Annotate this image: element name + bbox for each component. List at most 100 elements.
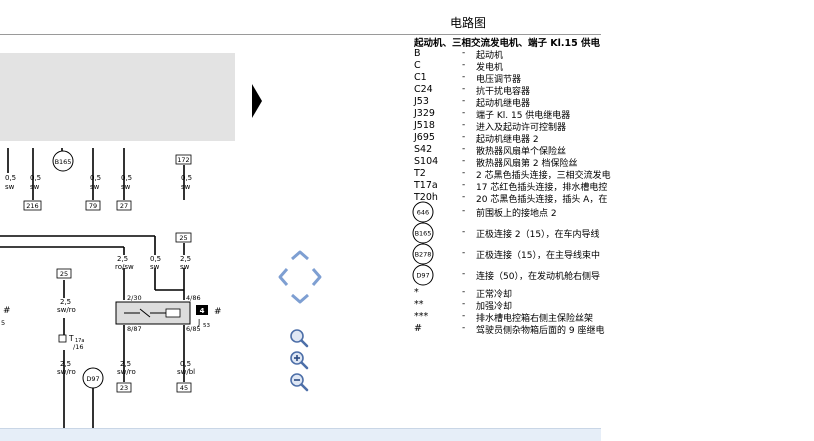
legend-dash: -	[462, 120, 466, 130]
legend-row: B -起动机	[414, 48, 814, 61]
connector-sub: 17a	[75, 338, 84, 344]
legend-code: J518	[414, 120, 435, 131]
legend-code: S104	[414, 156, 439, 167]
wire-top-4-color: sw	[181, 183, 191, 191]
pan-left-icon[interactable]	[278, 268, 289, 286]
legend-code: S42	[414, 144, 433, 155]
wire-sw-05-size: 0,5	[150, 255, 161, 263]
header-divider	[0, 34, 601, 35]
pan-control	[270, 245, 330, 305]
legend-description: 进入及起动许可控制器	[476, 123, 567, 133]
connector-pin: /16	[73, 343, 83, 351]
wiring-diagram: B165 172 0,5 sw 0,5 sw 216 0,5 sw 79 0,5…	[0, 53, 235, 440]
zoom-in-icon[interactable]	[289, 350, 309, 370]
legend-node-badge: D97	[411, 263, 435, 287]
wire-sw-25-color: sw	[180, 263, 190, 271]
legend-code: B	[414, 48, 421, 59]
wire-rosw-size: 2,5	[117, 255, 128, 263]
legend-row: * -正常冷却	[414, 287, 814, 300]
legend-code: T17a	[414, 180, 438, 191]
wire-sw-05-color: sw	[150, 263, 160, 271]
zoom-fit-icon[interactable]	[289, 328, 309, 348]
legend-dash: -	[462, 72, 466, 82]
legend-code: C24	[414, 84, 433, 95]
legend-row: T17a-17 芯红色插头连接，排水槽电控	[414, 180, 814, 193]
legend-row: 646-前围板上的接地点 2	[412, 201, 814, 223]
legend-description: 17 芯红色插头连接，排水槽电控	[476, 183, 608, 193]
legend-row: B278-正极连接（15），在主导线束中	[412, 243, 814, 265]
legend-title: 起动机、三相交流发电机、端子 Kl.15 供电	[414, 38, 601, 49]
legend-code: T20h	[414, 192, 438, 203]
box-45-label: 45	[180, 384, 188, 392]
legend-dash: -	[462, 144, 466, 154]
legend-dash: -	[462, 287, 466, 297]
legend-node-badge-label: 646	[417, 209, 429, 217]
legend-description: 抗干扰电容器	[476, 87, 531, 97]
legend-node-badge-label: B165	[415, 230, 432, 238]
pan-right-icon[interactable]	[311, 268, 322, 286]
legend-description: 起动机继电器 2	[476, 135, 539, 145]
wire-top-2-color: sw	[90, 183, 100, 191]
legend-row: S42-散热器风扇单个保险丝	[414, 144, 814, 157]
legend-code: *	[414, 287, 419, 298]
legend-dash: -	[462, 156, 466, 166]
wire-top-4-size: 0,5	[181, 174, 192, 182]
wire-rosw-color: ro/sw	[115, 263, 134, 271]
wire-swro-left2-color: sw/ro	[57, 368, 76, 376]
legend-node-badge: B165	[411, 221, 435, 245]
legend-row: **-加强冷却	[414, 299, 814, 312]
wire-top-3-color: sw	[121, 183, 131, 191]
legend-description: 起动机	[476, 51, 504, 61]
legend-row: C1 -电压调节器	[414, 72, 814, 85]
legend-dash: -	[462, 96, 466, 106]
box-27-label: 27	[120, 202, 128, 210]
legend-dash: -	[462, 84, 466, 94]
relay-terminal-4: 4	[200, 307, 205, 315]
node-b165-label: B165	[55, 158, 72, 166]
legend-row: C-发电机	[414, 60, 814, 73]
left-hash: #	[3, 306, 11, 316]
wire-swro-left-size: 2,5	[60, 298, 71, 306]
legend-description: 正常冷却	[476, 290, 513, 300]
legend-code: J329	[414, 108, 435, 119]
legend-description: 20 芯黑色插头连接，插头 A，在	[476, 195, 608, 205]
legend-row: J695-起动机继电器 2	[414, 132, 814, 145]
legend-row: C24 -抗干扰电容器	[414, 84, 814, 97]
legend-code: C	[414, 60, 421, 71]
box-23-label: 23	[120, 384, 128, 392]
wire-swbl-color: sw/bl	[177, 368, 195, 376]
legend-dash: -	[462, 192, 466, 202]
legend-row: ***-排水槽电控箱右侧主保险丝架	[414, 311, 814, 324]
horizontal-scrollbar[interactable]	[0, 428, 601, 441]
legend-code: T2	[414, 168, 426, 179]
legend-node-badge-label: B278	[415, 251, 432, 259]
pan-down-icon[interactable]	[291, 293, 309, 304]
legend-row: T2-2 芯黑色插头连接，三相交流发电	[414, 168, 814, 181]
legend-description: 电压调节器	[476, 75, 522, 85]
legend-description: 连接（50），在发动机舱右侧导	[476, 272, 600, 282]
page-title: 电路图	[450, 16, 487, 30]
legend-code: C1	[414, 72, 427, 83]
legend-code: J53	[414, 96, 429, 107]
pan-up-icon[interactable]	[291, 250, 309, 261]
legend-row: J53 -起动机继电器	[414, 96, 814, 109]
legend-dash: -	[462, 60, 466, 70]
legend-row: J329-端子 Kl. 15 供电继电器	[414, 108, 814, 121]
next-page-arrow-icon[interactable]	[252, 84, 264, 118]
legend-description: 起动机继电器	[476, 99, 531, 109]
legend-code: J695	[414, 132, 435, 143]
legend-row: B165-正极连接 2（15），在车内导线	[412, 222, 814, 244]
relay-name: J	[197, 318, 200, 327]
legend-dash: -	[462, 269, 466, 279]
legend-node-badge: 646	[411, 200, 435, 224]
legend-code: ***	[414, 311, 429, 322]
zoom-out-icon[interactable]	[289, 372, 309, 392]
wire-top-1-color: sw	[30, 183, 40, 191]
node-b165	[52, 150, 74, 172]
legend-dash: -	[462, 206, 466, 216]
wire-top-3-size: 0,5	[121, 174, 132, 182]
wire-top-1-size: 0,5	[30, 174, 41, 182]
legend-dash: -	[462, 248, 466, 258]
legend-dash: -	[462, 48, 466, 58]
